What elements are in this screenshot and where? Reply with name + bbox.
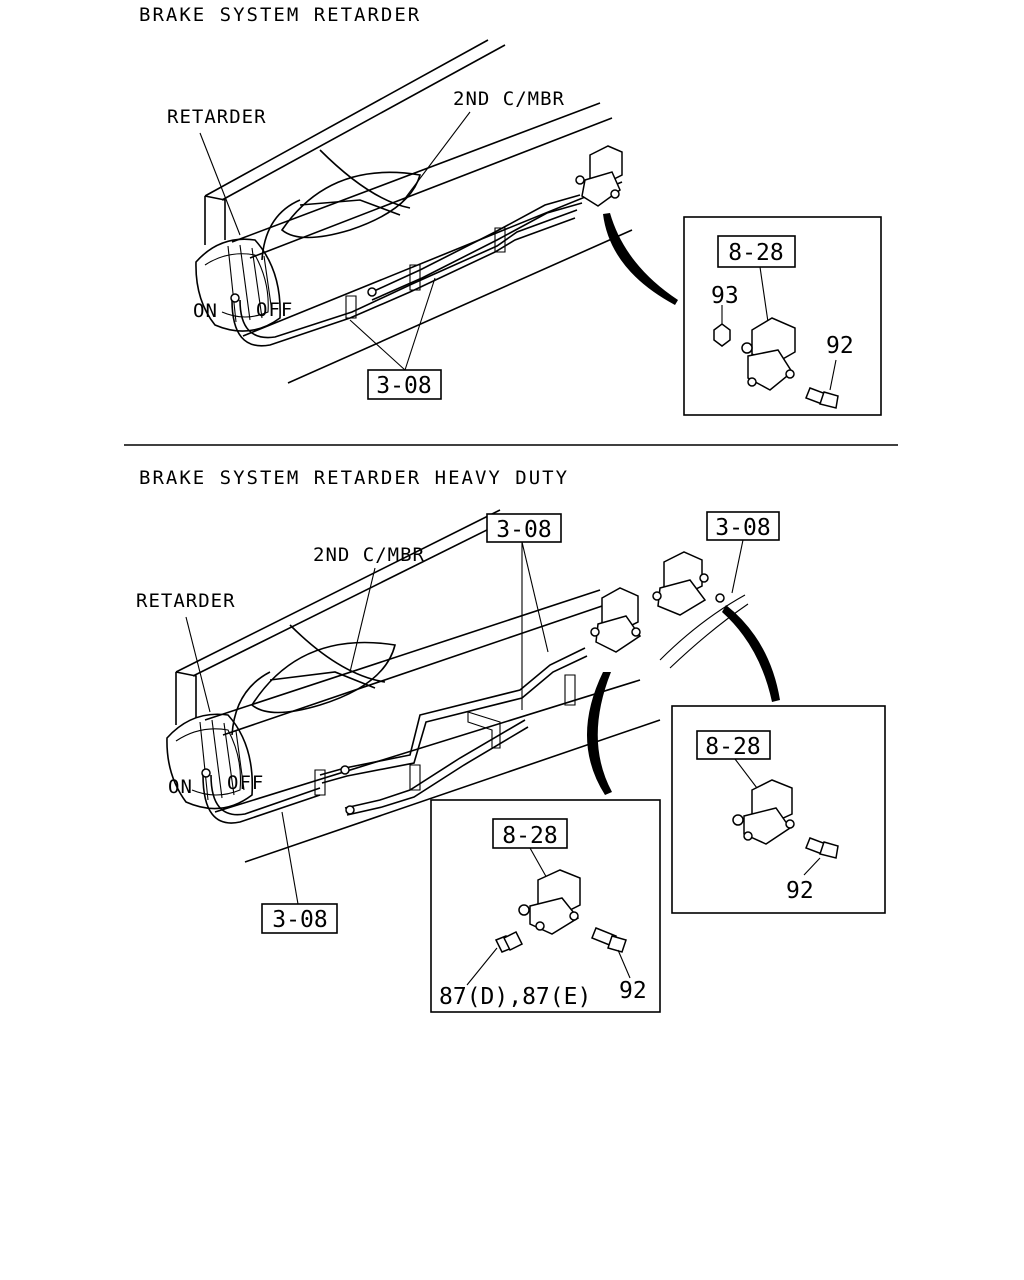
top-brake-pipes	[230, 194, 583, 347]
bottom-part-92b: 92	[786, 878, 814, 904]
bottom-ref-pipe-b: 3-08	[715, 515, 770, 541]
top-label-retarder: RETARDER	[167, 106, 267, 128]
top-label-chamber: 2ND C/MBR	[453, 88, 565, 110]
top-axle-housing	[204, 39, 633, 384]
bottom-section: BRAKE SYSTEM RETARDER HEAVY DUTY	[136, 467, 886, 1013]
top-detail-inset: 8-28 93 92	[683, 216, 882, 416]
top-section: BRAKE SYSTEM RETARDER	[139, 4, 882, 416]
bottom-ref-pipe-a: 3-08	[496, 517, 551, 543]
top-retarder-drum	[195, 238, 281, 332]
bottom-label-retarder: RETARDER	[136, 590, 236, 612]
bottom-label-on: ON	[168, 776, 193, 798]
bottom-label-off: OFF	[227, 772, 264, 794]
top-valve-assembly	[575, 145, 623, 207]
top-part-92: 92	[826, 333, 854, 359]
bottom-valve-assembly-b	[652, 551, 725, 616]
bottom-label-chamber: 2ND C/MBR	[313, 544, 425, 566]
bottom-part-87: 87(D),87(E)	[439, 984, 591, 1010]
bottom-ref-valve-b: 8-28	[705, 734, 760, 760]
top-label-off: OFF	[256, 299, 293, 321]
bottom-part-92a: 92	[619, 978, 647, 1004]
bottom-ref-valve-a: 8-28	[502, 823, 557, 849]
bottom-valve-assembly-a	[590, 587, 642, 653]
bottom-retarder-drum	[166, 713, 254, 810]
top-title: BRAKE SYSTEM RETARDER	[139, 4, 421, 26]
top-ref-valve: 8-28	[728, 240, 783, 266]
bottom-callout-arc-b	[722, 605, 780, 702]
bottom-title: BRAKE SYSTEM RETARDER HEAVY DUTY	[139, 467, 569, 489]
top-part-93: 93	[711, 283, 739, 309]
bottom-callout-arc-a	[586, 672, 612, 795]
bottom-detail-inset-a: 8-28 87(D),87(E) 92	[430, 799, 661, 1013]
bottom-detail-inset-b: 8-28 92	[671, 705, 886, 914]
top-label-on: ON	[193, 300, 218, 322]
bottom-brake-pipes	[201, 594, 749, 824]
bottom-ref-pipe-c: 3-08	[272, 907, 327, 933]
top-callout-arc	[603, 213, 678, 305]
top-ref-pipe: 3-08	[376, 373, 431, 399]
